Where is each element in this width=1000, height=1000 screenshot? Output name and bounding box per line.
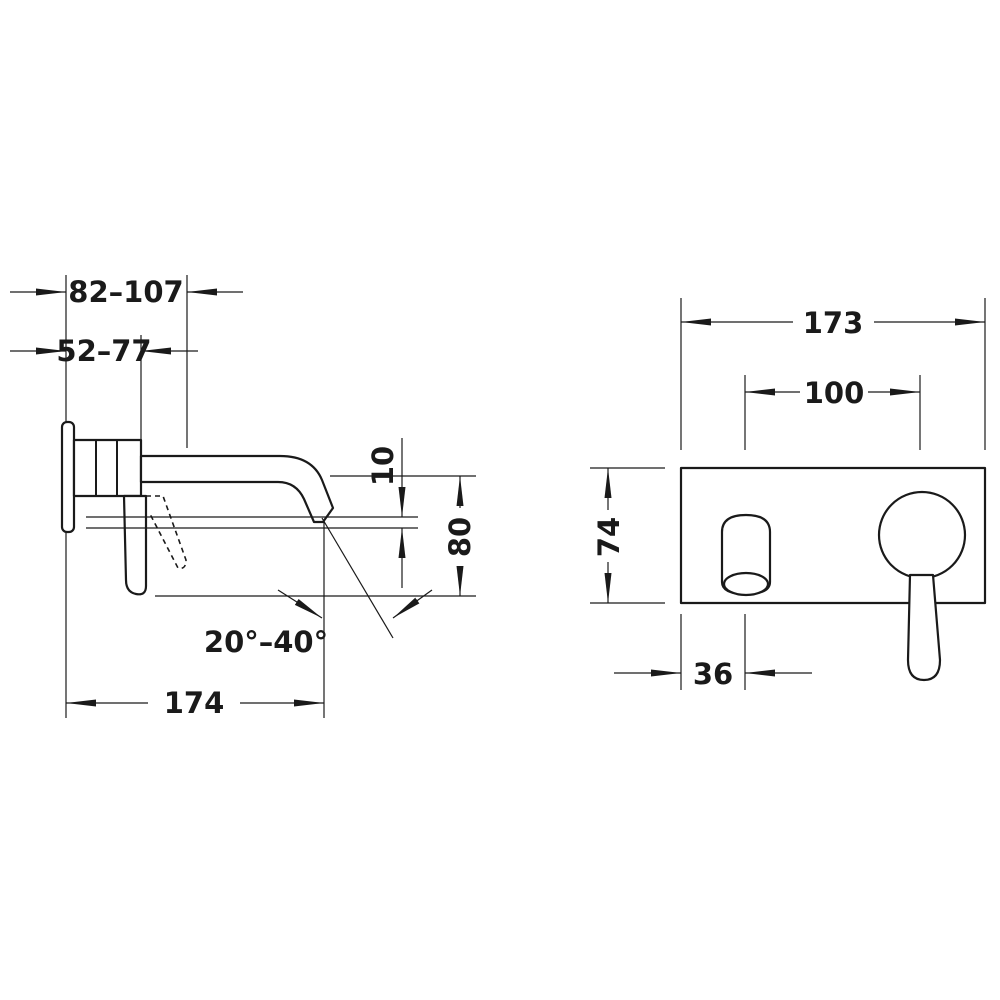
dim-projection-min-label: 52–77: [56, 334, 151, 368]
dim-angle-label: 20°–40°: [204, 625, 328, 659]
faucet-body: [72, 438, 143, 498]
spout: [139, 454, 335, 524]
side-view: 82–107 52–77 10: [10, 275, 477, 720]
dim-height-80-label: 80: [443, 517, 477, 557]
dim-plate-height-label: 74: [592, 517, 626, 557]
dim-plate-width: 173: [681, 306, 985, 340]
dim-projection-min: 52–77: [10, 334, 198, 368]
dim-projection-max: 82–107: [10, 275, 243, 309]
front-view: 173 100 74 36: [590, 298, 987, 691]
spout-opening: [722, 571, 770, 597]
dim-spout-offset-label: 36: [693, 657, 733, 691]
mixer-rosette: [877, 490, 967, 580]
lever-alt-position: [146, 495, 187, 570]
mixer-lever: [906, 573, 942, 682]
dim-height-10: 10: [366, 438, 406, 588]
dim-angle: 20°–40°: [204, 589, 433, 659]
dim-plate-height: 74: [592, 468, 626, 603]
dim-centers: 100: [745, 376, 920, 410]
dim-centers-label: 100: [804, 376, 865, 410]
dim-height-10-label: 10: [366, 446, 400, 486]
wall-plate: [60, 420, 76, 534]
dim-plate-width-label: 173: [803, 306, 864, 340]
dim-projection-max-label: 82–107: [68, 275, 183, 309]
dim-spout-offset: 36: [614, 657, 812, 691]
lever-handle: [122, 494, 148, 596]
dim-height-80: 80: [443, 476, 477, 596]
dim-spout-length-label: 174: [164, 686, 225, 720]
dim-spout-length: 174: [66, 686, 324, 720]
